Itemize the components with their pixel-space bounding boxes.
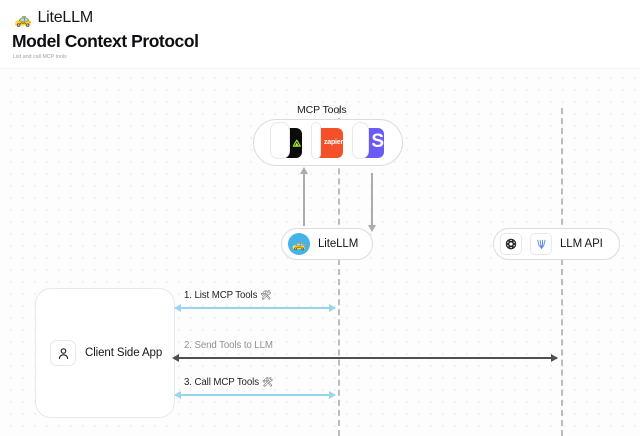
message-label-wrap: 2. Send Tools to LLM — [184, 340, 273, 351]
mcp-tools-card: zapier S — [253, 119, 403, 166]
message-line — [175, 357, 557, 359]
tile-outline — [351, 121, 369, 159]
mcp-tools-label: MCP Tools — [297, 104, 347, 116]
triangle-glyph — [293, 139, 302, 147]
zapier-wordmark: zapier — [323, 139, 343, 146]
node-llm-api[interactable]: LLM API — [493, 228, 620, 260]
message-label: 2. Send Tools to LLM — [184, 340, 273, 351]
client-side-app-label: Client Side App — [85, 347, 163, 359]
arrowhead-left — [174, 303, 181, 312]
litellm-logo-icon: 🚕 — [288, 233, 310, 255]
message-label-wrap: 3. Call MCP Tools 🛠 — [184, 377, 273, 388]
message-label-wrap: 1. List MCP Tools 🛠 — [184, 290, 272, 301]
user-icon — [50, 340, 76, 366]
tile-outline — [310, 121, 322, 159]
arrowhead-left — [174, 390, 181, 399]
anthropic-logo-icon — [530, 233, 552, 255]
client-side-app-card[interactable]: Client Side App — [35, 288, 175, 418]
arrow-up-to-tools — [300, 167, 308, 226]
arrowhead-right — [329, 390, 336, 399]
user-glyph — [58, 347, 68, 359]
arrow-down-to-litellm — [368, 173, 376, 232]
triangle-tool-icon[interactable] — [269, 121, 302, 159]
node-llm-api-label: LLM API — [560, 238, 603, 250]
brand-name: LiteLLM — [37, 9, 93, 26]
openai-logo-icon — [500, 233, 522, 255]
arrowhead-up — [300, 167, 308, 174]
tools-icon: 🛠 — [260, 290, 272, 300]
lifeline-llm-api — [561, 108, 563, 436]
lifeline-litellm — [338, 108, 340, 436]
node-litellm[interactable]: 🚕 LiteLLM — [281, 228, 374, 260]
diagram-canvas: MCP Tools zapier S 🚕 LiteLLM — [0, 68, 640, 436]
brand-header: 🚕 LiteLLM — [14, 7, 93, 29]
message-line — [175, 394, 335, 396]
message-label: 3. Call MCP Tools — [184, 377, 259, 388]
message-label: 1. List MCP Tools — [184, 290, 258, 301]
arrowhead-down — [368, 225, 376, 232]
message-line — [175, 307, 335, 309]
tools-icon: 🛠 — [261, 377, 274, 387]
anthropic-glyph — [536, 239, 545, 249]
node-litellm-label: LiteLLM — [318, 238, 359, 250]
canvas-top-divider — [0, 68, 640, 69]
car-icon: 🚕 — [14, 11, 32, 27]
openai-glyph — [505, 238, 517, 250]
zapier-icon[interactable]: zapier — [310, 121, 343, 159]
arrowhead-right — [329, 303, 336, 312]
arrowhead-right — [551, 353, 558, 362]
page-subtitle: List and call MCP tools — [13, 54, 67, 60]
page-title: Model Context Protocol — [12, 31, 199, 51]
slack-s-icon[interactable]: S — [351, 121, 384, 159]
slack-s-letter: S — [371, 131, 384, 152]
tile-outline — [269, 121, 290, 159]
arrowhead-left — [172, 353, 179, 362]
